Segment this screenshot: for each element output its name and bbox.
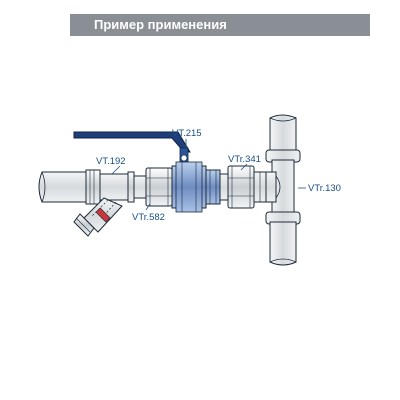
label-vt192: VT.192 — [96, 156, 126, 167]
strainer-icon — [73, 169, 135, 237]
header-bar — [70, 14, 370, 36]
ball-valve-icon — [73, 131, 221, 213]
label-vtr582: VTr.582 — [132, 212, 165, 223]
label-vtr130: VTr.130 — [308, 183, 341, 194]
press-tee-icon — [265, 114, 301, 266]
union-fitting-icon — [133, 167, 173, 207]
label-vtr341: VTr.341 — [228, 154, 261, 165]
inlet-pipe — [38, 171, 93, 203]
label-vt215: VT.215 — [172, 128, 202, 139]
union-connector-icon — [219, 165, 269, 209]
label-leaders — [111, 139, 306, 211]
page-title: Пример применения — [94, 17, 227, 32]
